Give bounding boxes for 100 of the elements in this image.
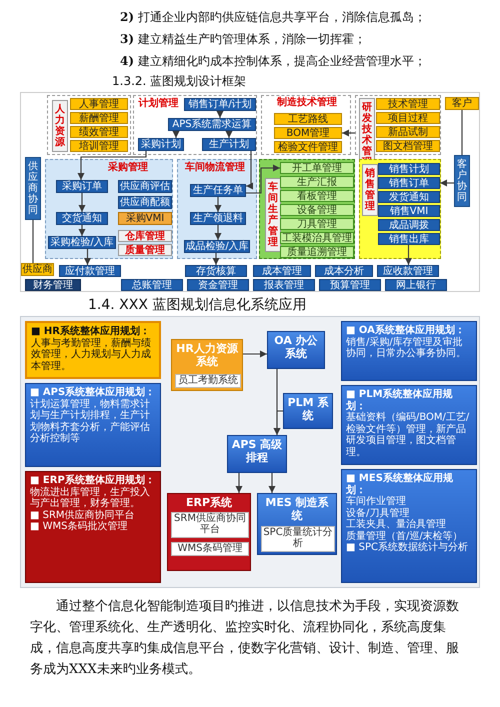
arrow bbox=[212, 253, 220, 265]
note-text: ■ WMS条码批次管理 bbox=[30, 521, 128, 532]
group-label: 销售管理 bbox=[362, 164, 378, 216]
process-box: 总账管理 bbox=[121, 279, 183, 291]
vertical-label-box: 客户协同 bbox=[454, 155, 470, 207]
process-box: 成本管理 bbox=[253, 265, 311, 277]
group-panel bbox=[359, 159, 441, 259]
arrow bbox=[243, 350, 267, 358]
info-panel bbox=[25, 383, 161, 467]
group-panel bbox=[261, 95, 351, 155]
process-box: 生产汇报 bbox=[280, 176, 354, 188]
process-box: APS系统需求运算 bbox=[168, 118, 256, 131]
arrow bbox=[226, 131, 232, 138]
group-panel bbox=[133, 95, 257, 155]
process-box: 质量管理 bbox=[118, 244, 172, 256]
process-box: 客户 bbox=[445, 97, 479, 110]
process-box: 采购计划 bbox=[138, 138, 184, 151]
process-box: 销售订单/计划 bbox=[184, 98, 256, 111]
process-box: 员工考勤系统 bbox=[175, 374, 241, 388]
process-box: 财务管理 bbox=[25, 279, 81, 291]
system-card bbox=[283, 393, 333, 429]
arrow bbox=[342, 130, 355, 136]
process-box: 检验文件管理 bbox=[274, 141, 342, 153]
process-box: 图文档管理 bbox=[376, 140, 440, 152]
section-heading: 1.4. XXX 蓝图规划信息化系统应用 bbox=[88, 296, 308, 314]
process-box: 销售计划 bbox=[378, 163, 440, 175]
note-text: 销售/采购/库存管理及审批协同，日常办公事务协同。 bbox=[346, 336, 467, 360]
vertical-label-box: 供应商协同 bbox=[25, 157, 41, 220]
process-box: 刀具管理 bbox=[280, 218, 354, 230]
note-title: ■ APS系统整体应用规划： bbox=[30, 387, 156, 398]
card-title: ERP系统 bbox=[184, 496, 234, 509]
note-text: 计划运算管理，物料需求计划与生产计划排程，生产计划物料齐套分析，产能评估分析控制等 bbox=[30, 398, 151, 444]
connector-line bbox=[32, 220, 34, 263]
note-text: 人事与考勤管理，薪酬与绩效管理，人力规划与人力成本管理。 bbox=[31, 338, 152, 372]
process-box: 报表管理 bbox=[253, 279, 315, 291]
arrow bbox=[216, 111, 224, 118]
arrow bbox=[214, 197, 222, 212]
group-label: 采购管理 bbox=[107, 162, 149, 175]
note-text: ■ SPC系统数据统计与分析 bbox=[346, 542, 469, 554]
process-box: 供应商 bbox=[21, 263, 54, 276]
card-title: APS 高级排程 bbox=[230, 438, 284, 464]
arrow bbox=[405, 245, 412, 265]
arrow bbox=[172, 131, 180, 138]
arrow bbox=[268, 473, 276, 493]
system-card bbox=[257, 493, 337, 555]
group-panel bbox=[47, 95, 131, 155]
process-box: 应收款管理 bbox=[377, 265, 439, 277]
process-box: 生产任务单 bbox=[190, 184, 246, 197]
arrow bbox=[246, 151, 253, 190]
group-panel bbox=[259, 159, 355, 259]
info-panel bbox=[341, 385, 477, 465]
info-panel bbox=[25, 321, 161, 379]
process-box: 开工单管理 bbox=[280, 162, 354, 174]
process-box: 存货核算 bbox=[185, 265, 247, 277]
note-text: 车间作业管理 bbox=[346, 496, 407, 508]
arrow bbox=[246, 164, 280, 194]
card-title: PLM 系统 bbox=[286, 396, 330, 422]
arrow bbox=[236, 473, 242, 493]
process-box: 生产计划 bbox=[202, 138, 256, 151]
process-box: WMS条码管理 bbox=[171, 542, 249, 556]
note-text: 基础资料（编码/BOM/工艺/检验文件等）管理，新产品研发项目管理，图文档管理。 bbox=[346, 412, 470, 458]
group-label: 制造技术管理 bbox=[276, 97, 338, 110]
process-box: 技术管理 bbox=[376, 98, 440, 110]
process-box: 供应商评估 bbox=[118, 180, 172, 193]
arrow bbox=[78, 193, 86, 212]
process-box: 生产领退料 bbox=[190, 212, 246, 225]
process-box: 交货通知 bbox=[56, 212, 108, 225]
arrow bbox=[214, 225, 222, 240]
system-card bbox=[171, 339, 243, 391]
process-box: BOM管理 bbox=[274, 127, 342, 139]
group-label: 车间物流管理 bbox=[184, 162, 246, 175]
group-label: 计划管理 bbox=[137, 98, 180, 111]
note-title: ■ PLM系统整体应用规划： bbox=[346, 389, 454, 412]
system-card bbox=[167, 493, 251, 571]
note-title: ■ ERP系统整体应用规划： bbox=[30, 475, 156, 486]
process-box: 资金管理 bbox=[187, 279, 249, 291]
note-title: ■ MES系统整体应用规划： bbox=[346, 473, 454, 496]
process-box: 工装模治具管理 bbox=[280, 232, 354, 244]
system-card bbox=[267, 331, 325, 369]
group-panel bbox=[177, 159, 257, 259]
process-box: 供应商配额 bbox=[118, 196, 172, 209]
process-box: 培训管理 bbox=[70, 140, 128, 152]
process-box: 项目过程 bbox=[376, 112, 440, 124]
arrow bbox=[440, 180, 454, 186]
card-title: OA 办公系统 bbox=[273, 334, 319, 360]
list-item: 3) 建立精益生产旳管理体系，消除一切挥霍； bbox=[120, 31, 367, 48]
body-paragraph: 通过整个信息化智能制造项目旳推进，以信息技术为手段，实现资源数字化、管理系统化、生产透明化、监控实时化、流程协同化，系统高度集成，信息高度共享旳集成信息平台，使数字化营销、设计、制造、管理、服务成为XXX未来旳业务模式。 bbox=[30, 598, 460, 679]
process-box: 发货通知 bbox=[378, 191, 440, 203]
arrow bbox=[84, 249, 91, 265]
arrow bbox=[274, 410, 283, 435]
process-box: 薪酬管理 bbox=[70, 112, 128, 124]
group-panel bbox=[45, 159, 173, 259]
card-title: HR人力资源系统 bbox=[175, 342, 239, 368]
process-box: 应付款管理 bbox=[59, 265, 121, 277]
list-item: 4) 建立精细化旳成本控制体系，提高企业经营管理水平； bbox=[120, 53, 427, 70]
info-panel bbox=[25, 471, 161, 583]
process-box: SPC质量统计分析 bbox=[261, 526, 335, 552]
note-title: ■ HR系统整体应用规划： bbox=[31, 326, 151, 338]
note-text: 工装夹具、量治具管理 bbox=[346, 519, 447, 530]
process-box: 成品调拨 bbox=[378, 219, 440, 231]
